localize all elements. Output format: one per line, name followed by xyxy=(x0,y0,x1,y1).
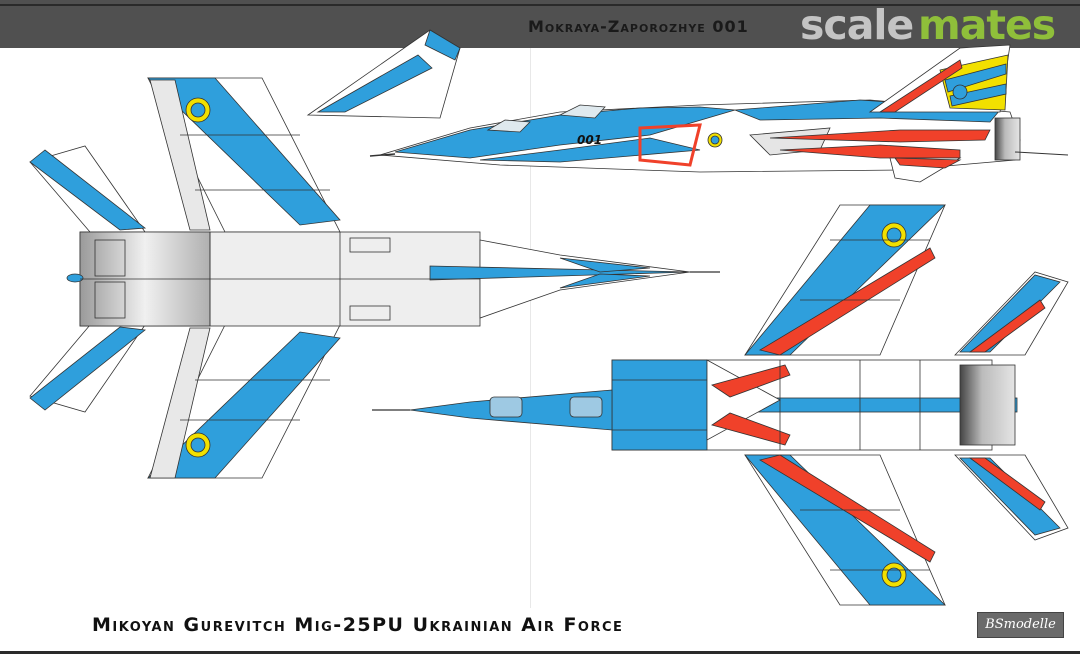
watermark-scale: scale xyxy=(800,1,914,49)
top-view xyxy=(29,77,720,479)
footer-bar xyxy=(0,610,1080,657)
side-view: 001 xyxy=(306,29,1069,183)
header-rule xyxy=(0,4,1080,6)
header-bar xyxy=(0,0,1080,48)
page-fold-line xyxy=(530,48,531,608)
footer-rule xyxy=(0,651,1080,654)
watermark-mates: mates xyxy=(918,1,1056,49)
bsmodelle-logo: BSmodelle xyxy=(977,612,1064,638)
tail-number: 001 xyxy=(577,133,602,147)
header-title: Mokraya-Zaporozhye 001 xyxy=(528,17,749,36)
side-fin-detail xyxy=(306,29,461,119)
bottom-view xyxy=(372,204,1069,606)
footer-title: Mikoyan Gurevitch Mig-25PU Ukrainian Air… xyxy=(92,614,624,636)
